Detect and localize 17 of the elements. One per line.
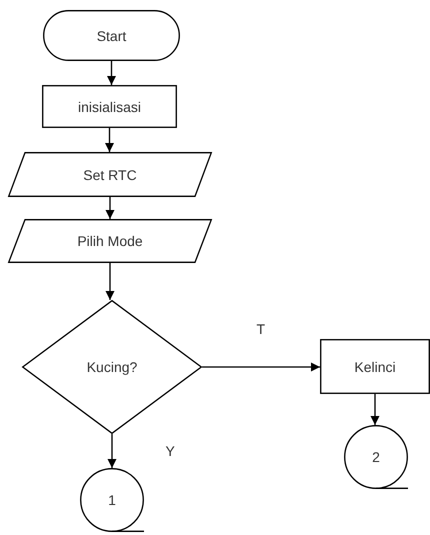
node-text: Kucing?: [86, 359, 138, 375]
arrow: [202, 362, 320, 372]
arrow: [105, 128, 114, 152]
arrow: [107, 61, 116, 85]
node-text: 2: [372, 449, 380, 465]
edge-label: Y: [166, 443, 175, 459]
node-text: Kelinci: [354, 358, 396, 374]
node-text: Set RTC: [83, 166, 137, 182]
arrow: [106, 263, 114, 300]
arrow: [370, 394, 380, 425]
node-text: 1: [108, 492, 116, 508]
node-text: inisialisasi: [78, 98, 142, 114]
arrow: [108, 434, 116, 468]
node-text: Start: [96, 28, 126, 44]
edge-label: T: [256, 321, 266, 337]
arrow: [106, 197, 114, 219]
node-text: Pilih Mode: [77, 233, 143, 249]
